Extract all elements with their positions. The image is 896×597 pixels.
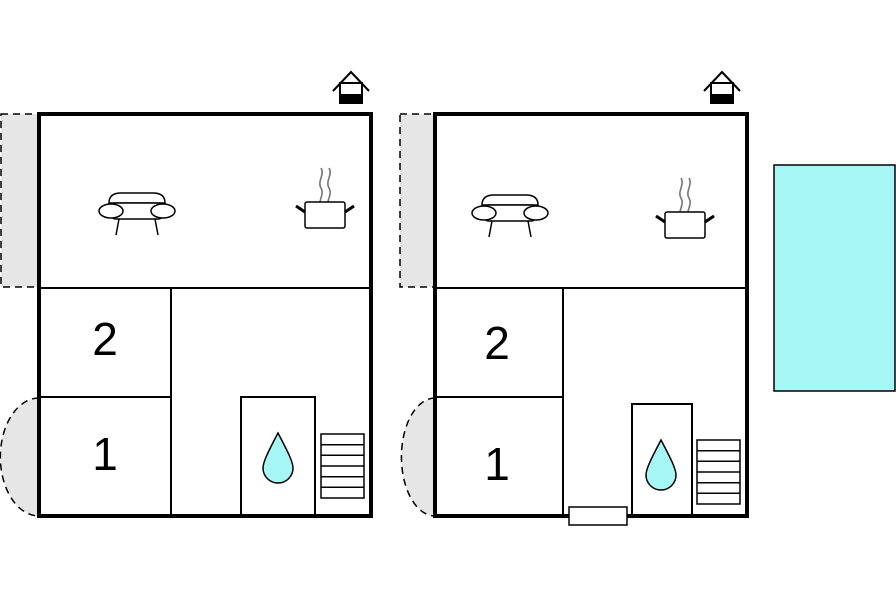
bathroom — [631, 403, 693, 517]
cooking-pot-icon — [655, 177, 715, 239]
terrace-area — [0, 113, 40, 288]
house-entrance-icon — [703, 70, 741, 104]
bedroom-number: 1 — [484, 438, 510, 490]
bathroom — [240, 396, 316, 517]
bay-window — [400, 397, 436, 517]
floor-plan-2: 2 1 — [399, 70, 749, 526]
stairs-icon — [320, 433, 365, 499]
sofa-icon — [471, 194, 549, 238]
swimming-pool — [773, 164, 896, 392]
outer-wall — [37, 112, 373, 518]
floor-plan-1: 2 1 — [0, 70, 373, 518]
house-entrance-icon — [332, 70, 370, 104]
bay-window — [0, 397, 40, 517]
cooking-pot-icon — [295, 167, 355, 229]
terrace-area — [399, 113, 436, 288]
water-drop-icon — [262, 431, 294, 484]
stairs-icon — [696, 439, 741, 505]
bedroom-number: 2 — [92, 313, 118, 365]
door-icon — [568, 506, 628, 526]
water-drop-icon — [645, 438, 677, 491]
bedroom-number: 1 — [92, 428, 118, 480]
bedroom-number: 2 — [484, 317, 510, 369]
sofa-icon — [98, 192, 176, 236]
